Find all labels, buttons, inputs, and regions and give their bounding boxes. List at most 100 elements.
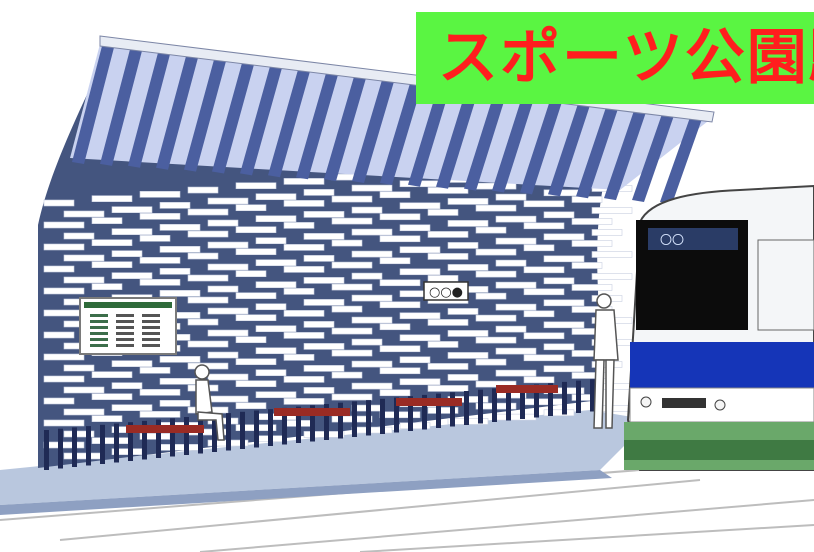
lattice-bar (495, 325, 527, 333)
pillar (394, 397, 399, 433)
lattice-bar (351, 272, 383, 280)
lattice-bar (331, 261, 373, 269)
lattice-bar (495, 303, 537, 311)
bench (396, 398, 462, 406)
lattice-bar (303, 277, 345, 284)
lattice-bar (379, 345, 421, 353)
lattice-bar (235, 358, 277, 366)
lattice-bar (235, 226, 277, 234)
lattice-bar (235, 402, 267, 410)
lattice-bar (187, 186, 219, 194)
pillar (506, 387, 511, 421)
lattice-bar (475, 270, 517, 278)
lattice-bar (43, 309, 85, 317)
lattice-bar (283, 288, 315, 295)
platform (0, 410, 650, 505)
bench (126, 425, 204, 433)
lattice-bar (43, 221, 85, 229)
timetable-entry (90, 344, 108, 347)
lattice-bar (523, 288, 565, 296)
lattice-bar (351, 294, 393, 302)
wall-pillars (44, 379, 595, 470)
tram-number-plate (662, 398, 706, 408)
roof-slat (324, 76, 366, 182)
timetable-entry (90, 320, 108, 323)
pillar (366, 400, 371, 436)
lattice-bar (447, 308, 479, 315)
lattice-bar (495, 347, 537, 355)
lattice-bar (187, 274, 229, 282)
pillar (240, 411, 245, 449)
lattice-bar (207, 219, 239, 227)
lattice-bar (475, 204, 517, 212)
lattice-bar (43, 331, 75, 339)
pillar (464, 391, 469, 425)
timetable-entry (142, 326, 160, 329)
lattice-bar (255, 325, 297, 333)
lattice-bar (207, 285, 239, 293)
lattice-bar (283, 244, 325, 251)
tram-destination-display (648, 228, 738, 250)
lattice-bar (139, 279, 181, 286)
timetable-entry (142, 320, 160, 323)
lattice-bar (523, 266, 565, 274)
lattice-bar (399, 334, 441, 342)
lattice-bar (523, 200, 565, 208)
pillar (282, 407, 287, 445)
pillar (100, 424, 105, 464)
roof-slat (184, 59, 226, 172)
lattice-bar (495, 369, 537, 377)
pillar (226, 413, 231, 451)
lattice-bar (331, 349, 373, 357)
lattice-bar (427, 319, 469, 326)
lattice-bar (495, 215, 537, 223)
lattice-bar (255, 193, 297, 201)
pillar (184, 417, 189, 455)
lattice-bar (255, 369, 287, 377)
timetable-entry (116, 338, 134, 341)
tram-side-window (757, 239, 814, 331)
lattice-bar (283, 200, 325, 207)
lattice-bar (207, 351, 239, 359)
lattice-bar (331, 393, 373, 401)
lattice-bar (447, 220, 489, 227)
lattice-bar (91, 195, 133, 202)
lattice-bar (63, 364, 95, 372)
timetable-entry (142, 332, 160, 335)
lattice-bar (283, 178, 325, 185)
roof-slat (492, 97, 534, 193)
lattice-bar (207, 197, 249, 205)
pillar (142, 420, 147, 460)
pillar (562, 381, 567, 415)
lattice-bar (591, 207, 633, 214)
lattice-bar (399, 356, 431, 364)
timetable-entry (116, 344, 134, 347)
lattice-bar (399, 268, 441, 276)
timetable-entry (116, 332, 134, 335)
lattice-bar (331, 327, 373, 335)
lattice-bar (523, 398, 565, 406)
lattice-bar (351, 360, 393, 368)
lattice-bar (523, 332, 565, 340)
lattice-bar (351, 206, 383, 214)
pillar (72, 427, 77, 467)
lattice-bar (159, 246, 201, 253)
lattice-bar (447, 198, 489, 205)
lattice-bar (235, 248, 277, 256)
roof-slat (128, 52, 170, 168)
lattice-bar (543, 365, 585, 373)
lattice-bar (43, 265, 75, 273)
lattice-bar (379, 367, 421, 375)
lattice-bar (447, 264, 489, 271)
lattice-bar (351, 338, 383, 346)
tram-blue-band (630, 342, 814, 388)
lattice-bar (379, 191, 411, 199)
lattice-bar (283, 222, 315, 229)
lattice-bar (351, 184, 393, 192)
lattice-bar (255, 347, 297, 355)
lattice-bar (447, 374, 479, 381)
lattice-bar (139, 411, 181, 418)
station-title: スポーツ公園駅 (438, 23, 814, 93)
station-name-sign (423, 281, 469, 301)
lattice-bar (235, 204, 267, 212)
